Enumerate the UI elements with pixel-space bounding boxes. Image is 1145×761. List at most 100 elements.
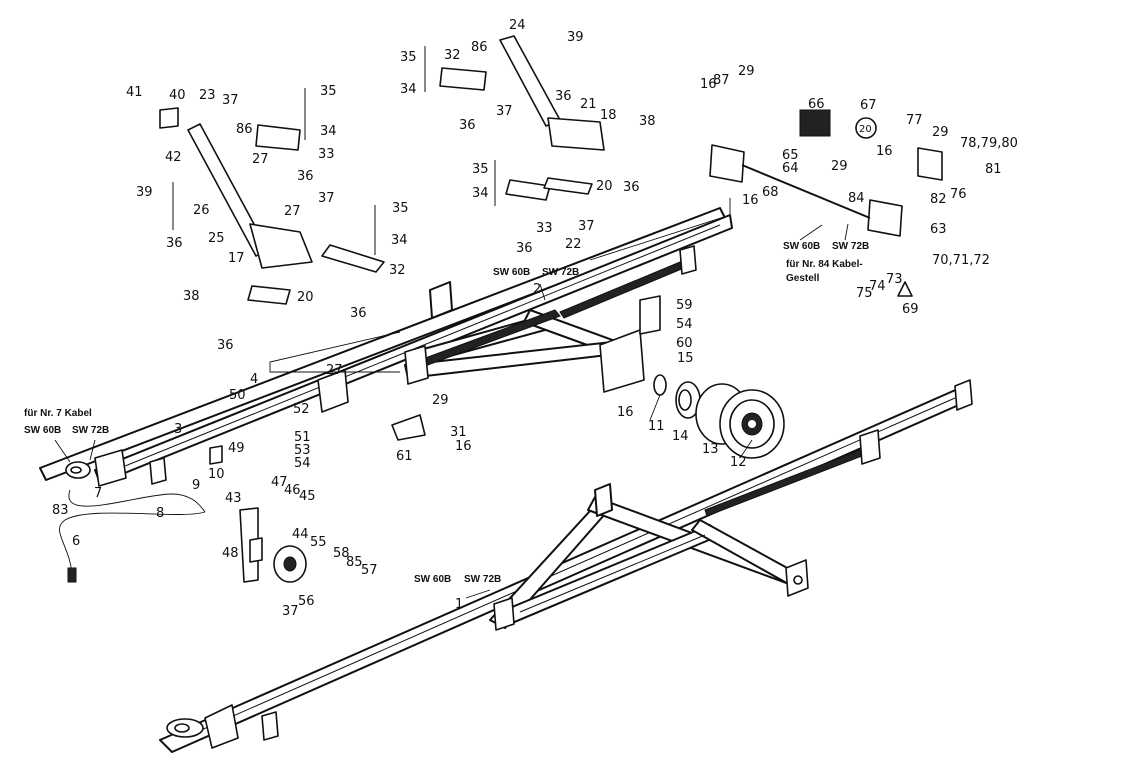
- part-87: 87: [713, 73, 730, 88]
- part-63: 63: [930, 222, 947, 237]
- part-20-a: 20: [596, 179, 613, 194]
- part-76: 76: [950, 187, 967, 202]
- part-31: 31: [450, 425, 467, 440]
- part-37-c: 37: [496, 104, 513, 119]
- misc-parts: [209, 295, 661, 465]
- variant-sw72b-frame2: SW 72B: [542, 267, 579, 278]
- upper-tow-eye: [65, 449, 127, 487]
- part-50: 50: [229, 388, 246, 403]
- part-36-c: 36: [217, 338, 234, 353]
- part-36-f: 36: [555, 89, 572, 104]
- part-number-labels: 1 2 3 4 6 7 8 9 10 11 12 13 14 15 16 16 …: [52, 18, 1018, 619]
- variant-sw72b-cable84: SW 72B: [832, 241, 869, 252]
- part-36-g: 36: [516, 241, 533, 256]
- part-51: 51: [294, 430, 311, 445]
- part-35-a: 35: [320, 84, 337, 99]
- leader-lines: [54, 223, 849, 599]
- part-34-a: 34: [320, 124, 337, 139]
- part-56: 56: [298, 594, 315, 609]
- variant-sw60b-frame1: SW 60B: [414, 574, 451, 585]
- part-81: 81: [985, 162, 1002, 177]
- part-47: 47: [271, 475, 288, 490]
- part-57: 57: [361, 563, 378, 578]
- part-7: 7: [94, 486, 102, 501]
- part-29-d: 29: [432, 393, 449, 408]
- part-17: 17: [228, 251, 245, 266]
- part-69: 69: [902, 302, 919, 317]
- part-78-79-80: 78,79,80: [960, 136, 1018, 151]
- part-37-a: 37: [222, 93, 239, 108]
- part-54-b: 54: [676, 317, 693, 332]
- light-bar-assembly: [709, 109, 943, 297]
- variant-sw60b-frame2: SW 60B: [493, 267, 530, 278]
- part-16-c: 16: [742, 193, 759, 208]
- part-36-e: 36: [459, 118, 476, 133]
- variant-sw72b-frame1: SW 72B: [464, 574, 501, 585]
- note-cable7: für Nr. 7 Kabel: [24, 408, 92, 419]
- note-cable84-line1: für Nr. 84 Kabel-: [786, 259, 863, 270]
- part-25: 25: [208, 231, 225, 246]
- cable-7: [59, 489, 206, 583]
- lower-frame: [159, 379, 973, 753]
- part-49: 49: [228, 441, 245, 456]
- part-16-b: 16: [455, 439, 472, 454]
- part-16-d: 16: [876, 144, 893, 159]
- part-23: 23: [199, 88, 216, 103]
- part-27-a: 27: [252, 152, 269, 167]
- part-22: 22: [565, 237, 582, 252]
- part-1: 1: [455, 597, 463, 612]
- part-38-b: 38: [639, 114, 656, 129]
- part-12: 12: [730, 455, 747, 470]
- part-60: 60: [676, 336, 693, 351]
- part-37-e: 37: [282, 604, 299, 619]
- part-37-b: 37: [318, 191, 335, 206]
- part-3: 3: [174, 422, 182, 437]
- part-43: 43: [225, 491, 242, 506]
- part-36-h: 36: [623, 180, 640, 195]
- part-35-b: 35: [400, 50, 417, 65]
- part-8: 8: [156, 506, 164, 521]
- part-86-a: 86: [236, 122, 253, 137]
- part-35-c: 35: [472, 162, 489, 177]
- part-9: 9: [192, 478, 200, 493]
- variant-labels: SW 60B SW 72B SW 60B SW 72B SW 60B SW 72…: [24, 124, 872, 585]
- part-39-a: 39: [136, 185, 153, 200]
- part-16-e: 16: [700, 77, 717, 92]
- part-39-b: 39: [567, 30, 584, 45]
- parking-brake: [239, 507, 307, 583]
- variant-sw72b-cable7: SW 72B: [72, 425, 109, 436]
- part-86-b: 86: [471, 40, 488, 55]
- part-54-a: 54: [294, 456, 311, 471]
- part-32-b: 32: [389, 263, 406, 278]
- part-36-a: 36: [297, 169, 314, 184]
- part-20-b: 20: [297, 290, 314, 305]
- part-70-71-72: 70,71,72: [932, 253, 990, 268]
- part-10: 10: [208, 467, 225, 482]
- variant-sw60b-cable7: SW 60B: [24, 425, 61, 436]
- part-33-b: 33: [536, 221, 553, 236]
- part-68: 68: [762, 185, 779, 200]
- part-14: 14: [672, 429, 689, 444]
- part-55: 55: [310, 535, 327, 550]
- part-27-b: 27: [284, 204, 301, 219]
- badge-67-number: 20: [859, 124, 872, 135]
- part-37-d: 37: [578, 219, 595, 234]
- part-27-c: 27: [326, 363, 343, 378]
- part-29-c: 29: [932, 125, 949, 140]
- part-77: 77: [906, 113, 923, 128]
- part-67: 67: [860, 98, 877, 113]
- wheel-assembly: [653, 374, 785, 459]
- upper-frame: [39, 198, 733, 487]
- lever-group-left: [159, 88, 385, 305]
- part-66: 66: [808, 97, 825, 112]
- part-34-b: 34: [400, 82, 417, 97]
- part-84: 84: [848, 191, 865, 206]
- part-26: 26: [193, 203, 210, 218]
- note-cable84-line2: Gestell: [786, 273, 820, 284]
- lever-group-center: [424, 35, 605, 206]
- part-64: 64: [782, 161, 799, 176]
- lower-tow-eye: [166, 704, 279, 749]
- part-73: 73: [886, 272, 903, 287]
- part-2: 2: [533, 282, 541, 297]
